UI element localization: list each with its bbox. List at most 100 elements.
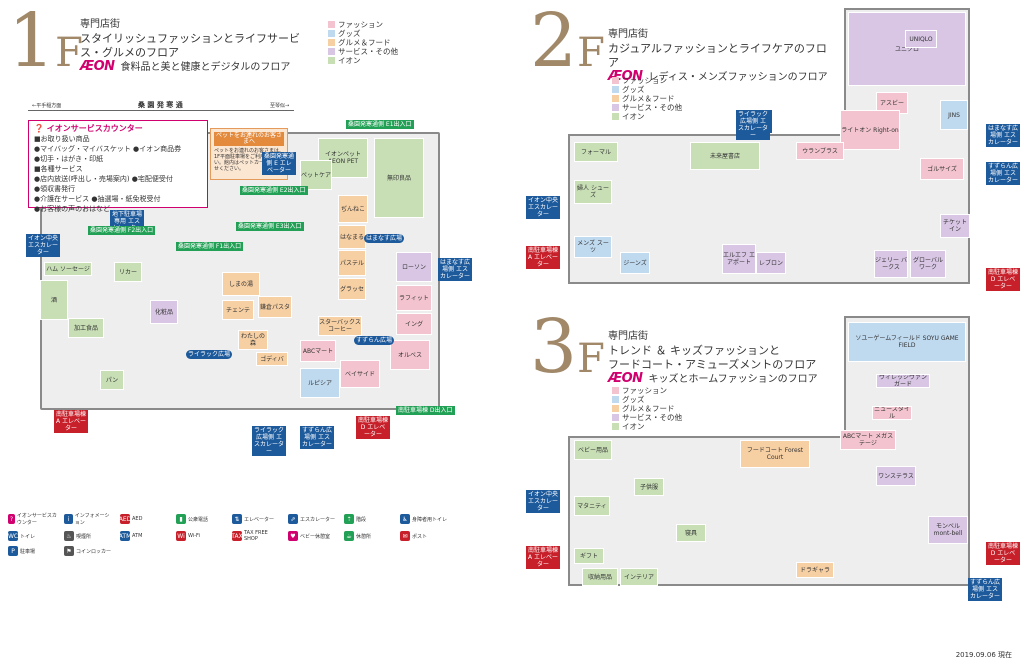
f1-shop[interactable]: チェンテ	[222, 300, 254, 320]
f1-shop[interactable]: 無印良品	[374, 138, 424, 218]
legend-icon: ⇡	[344, 514, 354, 524]
f3-shop[interactable]: インテリア	[620, 568, 658, 586]
icon-legend-item: ?イオンサービスカウンター	[8, 512, 58, 526]
entrance-label: 桑園発寒通側 E3出入口	[236, 222, 304, 231]
legend-icon: ATM	[118, 531, 132, 541]
f3-shop[interactable]: ドラギャラ	[796, 562, 834, 578]
icon-legend-item: ☕休憩所	[344, 530, 394, 542]
f2-shop[interactable]: ウランブラス	[796, 142, 844, 160]
f1-shop[interactable]: パン	[100, 370, 124, 390]
f1-shop[interactable]: 酒	[40, 280, 68, 320]
f2-shop[interactable]: JINS	[940, 100, 968, 130]
elevator-label: 南駐車場棟 A エレベーター	[54, 410, 88, 433]
f1-shop[interactable]: ルピシア	[300, 368, 340, 398]
f2-shop[interactable]: フォーマル	[574, 142, 618, 162]
f1-shop[interactable]: スターバックス コーヒー	[318, 316, 362, 336]
f2-shop[interactable]: チケット イン	[940, 214, 970, 238]
f1-shop[interactable]: しまの湯	[222, 272, 260, 296]
f2-shop[interactable]: ユニクロ	[848, 12, 966, 86]
floor-3f-header: 専門店街 トレンド ＆ キッズファッションと フードコート・アミューズメントのフ…	[608, 331, 818, 386]
plaza-label: はまなす広場	[364, 234, 405, 243]
legend-icon: ♿	[400, 514, 410, 524]
f2-shop[interactable]: レブロン	[756, 252, 786, 274]
entrance-label: 桑園発寒通側 E1出入口	[346, 120, 414, 129]
f1-shop[interactable]: グラッセ	[338, 278, 366, 300]
f1-shop[interactable]: 鎌倉パスタ	[258, 296, 292, 318]
elevator-label: はまなす広場側 エスカレーター	[986, 124, 1020, 147]
f1-shop[interactable]: ペットケア	[300, 160, 332, 190]
f1-shop[interactable]: ぢんねこ	[338, 195, 368, 223]
f3-shop[interactable]: ニュースタイル	[872, 406, 912, 420]
f3-shop[interactable]: ベビー用品	[574, 440, 612, 460]
elevator-label: 南駐車場棟 A エレベーター	[526, 246, 560, 269]
legend-icon: TAX	[231, 531, 243, 541]
f1-shop[interactable]: ラフィット	[396, 285, 432, 311]
elevator-label: すずらん広場側 エスカレーター	[300, 426, 334, 449]
f2-shop[interactable]: 未来屋書店	[690, 142, 760, 170]
help-icon: ❓	[34, 124, 44, 133]
f1-shop[interactable]: わたしの森	[238, 330, 268, 350]
floor-1f-aeon-desc: 食料品と美と健康とデジタルのフロア	[120, 62, 291, 73]
f2-shop[interactable]: メンズ スーツ	[574, 236, 612, 258]
f2-shop[interactable]: ジェリー バークス	[874, 250, 908, 278]
f2-shop[interactable]: エルエフ エアポート	[722, 244, 756, 274]
f3-shop[interactable]: ワンステラス	[876, 466, 916, 486]
f3-shop[interactable]: モンベル mont-bell	[928, 516, 968, 544]
f3-shop[interactable]: ヴィレッジヴァンガード	[876, 374, 930, 388]
f1-shop[interactable]: ベイサイド	[340, 360, 380, 388]
aeon-logo: ÆON	[80, 59, 115, 74]
icon-legend-label: Wi-Fi	[188, 533, 200, 539]
f3-shop[interactable]: ソユーゲームフィールド SOYU GAME FIELD	[848, 322, 966, 362]
f1-shop[interactable]: 加工食品	[68, 318, 104, 338]
icon-legend-label: AED	[132, 516, 143, 522]
legend-icon: ?	[8, 514, 15, 524]
date-stamp: 2019.09.06 現在	[955, 651, 1012, 659]
f1-shop[interactable]: ABCマート	[300, 340, 336, 362]
icon-legend-label: ベビー休憩室	[300, 533, 331, 540]
f1-shop[interactable]: ハム ソーセージ	[44, 262, 92, 276]
legend-icon: P	[8, 546, 18, 556]
icon-legend-label: ATM	[132, 533, 143, 539]
f3-shop[interactable]: 収納用品	[582, 568, 618, 586]
f1-shop[interactable]: オルベス	[390, 340, 430, 370]
elevator-label: ライラック広場側 エスカレーター	[736, 110, 770, 140]
f3-shop[interactable]: ギフト	[574, 548, 604, 564]
f1-shop[interactable]: ローソン	[396, 252, 432, 282]
icon-legend-label: 階段	[356, 516, 367, 523]
f3-shop[interactable]: マタニティ	[574, 496, 610, 516]
f1-shop[interactable]: ゴディバ	[256, 352, 288, 366]
road-center-label: 桑 園 発 寒 通	[138, 101, 183, 109]
f1-shop[interactable]: はなまる	[338, 225, 366, 249]
f2-shop[interactable]: 婦人 シューズ	[574, 180, 612, 204]
legend-icon: Wi	[176, 531, 186, 541]
f1-shop[interactable]: イング	[396, 313, 432, 335]
f2-shop[interactable]: ゴルサイズ	[920, 158, 964, 180]
icon-legend-label: トイレ	[20, 533, 36, 540]
f2-shop[interactable]: ジーンズ	[620, 252, 650, 274]
f2-shop[interactable]: UNIQLO	[905, 30, 937, 48]
legend-icon: ☕	[344, 531, 354, 541]
elevator-label: ライラック広場側 エスカレーター	[252, 426, 286, 456]
icon-legend-item: ⇅エレベーター	[232, 512, 282, 526]
f1-shop[interactable]: 化粧品	[150, 300, 178, 324]
f1-shop[interactable]: パステル	[338, 250, 366, 276]
floor-3f-number: 3F	[530, 304, 605, 390]
f3-shop[interactable]: 寝具	[676, 524, 706, 542]
f1-shop[interactable]: リカー	[114, 262, 142, 282]
f3-shop[interactable]: ABCマート メガステージ	[840, 430, 896, 450]
legend-icon: ▮	[176, 514, 186, 524]
f2-shop[interactable]: グローバル ワーク	[910, 250, 946, 278]
legend-icon: i	[64, 514, 73, 524]
f3-shop[interactable]: フードコート Forest Court	[740, 440, 810, 468]
f2-shop[interactable]: ライトオン Right-on	[840, 110, 900, 150]
elevator-label: イオン中央 エスカレーター	[526, 490, 560, 513]
icon-legend-label: イオンサービスカウンター	[16, 513, 57, 526]
road-right-label: 至琴似→	[270, 103, 290, 109]
elevator-label: 桑園発寒通側 E エレベーター	[262, 152, 296, 175]
icon-legend-label: エレベーター	[244, 516, 275, 523]
f3-shop[interactable]: 子供服	[634, 478, 664, 496]
